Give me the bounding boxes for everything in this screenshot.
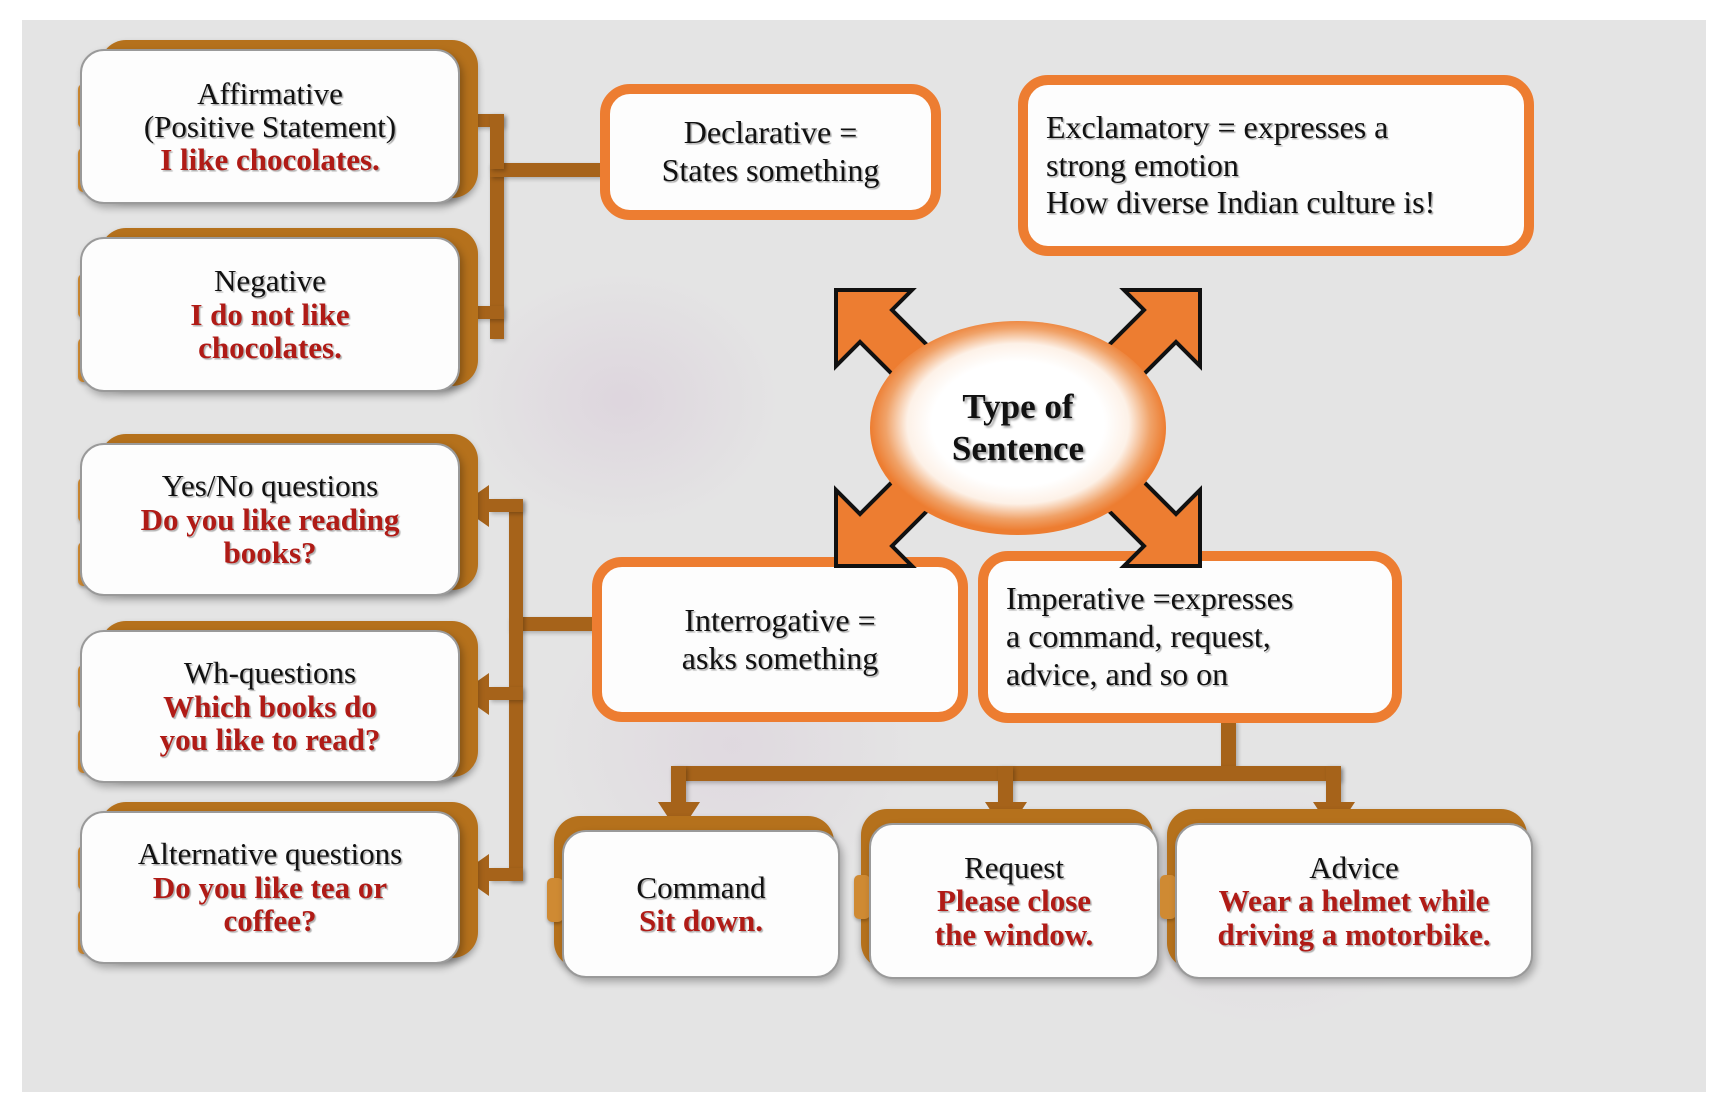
card-face: Advice Wear a helmet while driving a mot… [1175,823,1533,979]
connector-interrogative-to-alternative [489,868,523,881]
connector-interrogative-stem [509,617,594,631]
box-declarative-text: Declarative = States something [661,114,880,188]
card-example: Sit down. [638,902,764,938]
card-tab-icon [1160,875,1176,919]
center-hub[interactable]: Type of Sentence [808,278,1228,578]
card-title: Negative [214,263,326,299]
connector-declarative-stem [490,163,612,177]
card-title: Request [964,849,1064,885]
connector-declarative-to-negative [470,306,504,319]
box-interrogative[interactable]: Interrogative = asks something [592,557,968,722]
connector-imperative-drop [1221,720,1236,772]
card-title: Command [636,869,766,905]
card-face: Affirmative (Positive Statement) I like … [80,49,460,204]
card-example: I like chocolates. [160,141,380,177]
connector-declarative-trunk [490,163,504,339]
hub-ellipse [870,321,1166,535]
box-declarative[interactable]: Declarative = States something [600,84,941,220]
card-title: Affirmative (Positive Statement) [143,75,397,144]
box-exclamatory[interactable]: Exclamatory = expresses a strong emotion… [1018,75,1534,256]
card-face: Negative I do not like chocolates. [80,237,460,392]
card-face: Alternative questions Do you like tea or… [80,811,460,964]
card-tab-icon [547,878,563,922]
card-face: Command Sit down. [562,830,840,978]
connector-interrogative-to-wh [489,687,523,700]
card-title: Advice [1309,849,1399,885]
diagram-canvas: Affirmative (Positive Statement) I like … [22,20,1706,1092]
card-title: Yes/No questions [161,468,379,504]
card-title: Alternative questions [137,836,403,872]
box-interrogative-text: Interrogative = asks something [681,601,879,676]
card-example: Do you like reading books? [140,501,400,571]
card-face: Yes/No questions Do you like reading boo… [80,443,460,596]
card-example: Please close the window. [934,883,1094,952]
connector-interrogative-to-yesno [489,499,523,512]
card-face: Request Please close the window. [869,823,1159,979]
box-exclamatory-text: Exclamatory = expresses a strong emotion… [1046,108,1436,221]
card-face: Wh-questions Which books do you like to … [80,630,460,783]
card-example: I do not like chocolates. [190,296,350,366]
card-example: Which books do you like to read? [159,688,381,758]
connector-declarative-vert-up [490,114,504,169]
box-imperative-text: Imperative =expresses a command, request… [1006,580,1294,692]
card-example: Wear a helmet while driving a motorbike. [1217,883,1491,952]
background-blotch [462,270,782,530]
card-tab-icon [854,875,870,919]
box-imperative[interactable]: Imperative =expresses a command, request… [978,551,1402,723]
card-example: Do you like tea or coffee? [152,869,388,939]
card-title: Wh-questions [183,655,357,691]
